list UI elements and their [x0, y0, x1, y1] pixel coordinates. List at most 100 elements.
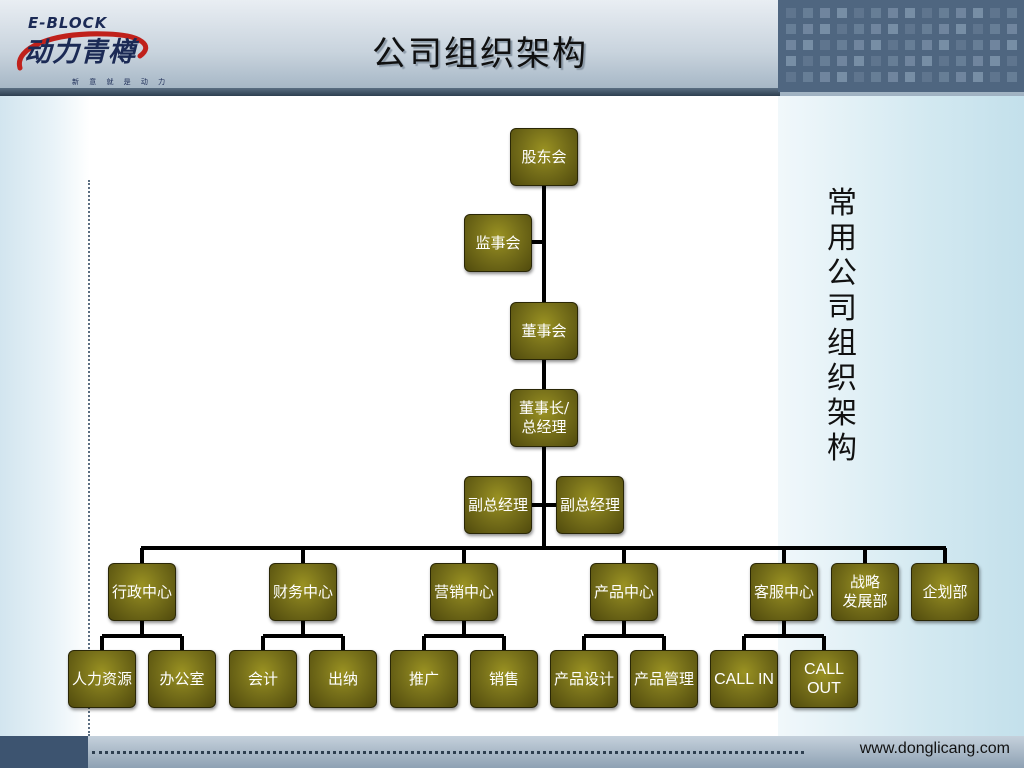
right-gradient-band: [778, 96, 1024, 736]
left-gradient-band: [0, 96, 90, 736]
grid-square: [956, 40, 966, 50]
header-shadow: [0, 88, 780, 96]
grid-square: [820, 24, 830, 34]
grid-square: [922, 56, 932, 66]
grid-square: [786, 40, 796, 50]
side-title-char: 架: [827, 396, 857, 431]
node-chairman[interactable]: 董事长/ 总经理: [510, 389, 578, 447]
grid-square: [973, 8, 983, 18]
node-sub-unit[interactable]: 产品设计: [550, 650, 618, 708]
grid-square: [922, 24, 932, 34]
grid-square: [939, 24, 949, 34]
grid-square: [973, 24, 983, 34]
grid-square: [803, 40, 813, 50]
footer-url[interactable]: www.donglicang.com: [859, 740, 1010, 757]
node-sub-unit[interactable]: CALL IN: [710, 650, 778, 708]
node-deputy-left[interactable]: 副总经理: [464, 476, 532, 534]
grid-square: [871, 8, 881, 18]
node-department[interactable]: 行政中心: [108, 563, 176, 621]
side-title-char: 织: [827, 361, 857, 396]
grid-square: [820, 56, 830, 66]
grid-square: [888, 40, 898, 50]
grid-square: [922, 72, 932, 82]
grid-square: [803, 24, 813, 34]
grid-square: [786, 72, 796, 82]
grid-square: [854, 40, 864, 50]
node-sub-unit[interactable]: 会计: [229, 650, 297, 708]
grid-square: [973, 40, 983, 50]
grid-square: [837, 56, 847, 66]
grid-square: [973, 72, 983, 82]
node-sub-unit[interactable]: 人力资源: [68, 650, 136, 708]
node-sub-unit[interactable]: 销售: [470, 650, 538, 708]
grid-square: [854, 8, 864, 18]
side-title-char: 公: [827, 256, 857, 291]
grid-square: [854, 24, 864, 34]
node-sub-unit[interactable]: CALL OUT: [790, 650, 858, 708]
grid-square: [888, 72, 898, 82]
grid-square: [803, 56, 813, 66]
grid-square: [956, 24, 966, 34]
grid-square: [990, 40, 1000, 50]
grid-square: [939, 8, 949, 18]
node-supervisors[interactable]: 监事会: [464, 214, 532, 272]
side-title-char: 构: [827, 431, 857, 466]
grid-square: [956, 56, 966, 66]
grid-square: [922, 8, 932, 18]
logo-tagline: 新 意 就 是 动 力: [72, 78, 170, 86]
grid-square: [905, 56, 915, 66]
node-department[interactable]: 产品中心: [590, 563, 658, 621]
grid-square: [1007, 72, 1017, 82]
grid-square: [854, 56, 864, 66]
grid-square: [854, 72, 864, 82]
grid-square: [939, 56, 949, 66]
logo-main-text: 动力青樽: [24, 37, 136, 68]
grid-square: [837, 72, 847, 82]
grid-square: [786, 8, 796, 18]
node-department[interactable]: 客服中心: [750, 563, 818, 621]
grid-square: [990, 8, 1000, 18]
grid-square: [905, 40, 915, 50]
grid-square: [820, 72, 830, 82]
logo-small-text: E-BLOCK: [28, 14, 108, 32]
grid-square: [803, 72, 813, 82]
grid-square: [837, 8, 847, 18]
node-department[interactable]: 营销中心: [430, 563, 498, 621]
side-title-char: 用: [827, 221, 857, 256]
node-sub-unit[interactable]: 办公室: [148, 650, 216, 708]
grid-square: [888, 24, 898, 34]
node-department[interactable]: 战略 发展部: [831, 563, 899, 621]
grid-square: [820, 8, 830, 18]
grid-square: [990, 72, 1000, 82]
node-department[interactable]: 财务中心: [269, 563, 337, 621]
grid-square: [871, 24, 881, 34]
grid-square: [922, 40, 932, 50]
logo-swoosh-icon: [16, 31, 149, 71]
grid-square: [803, 8, 813, 18]
side-title-char: 司: [827, 291, 857, 326]
grid-square: [973, 56, 983, 66]
grid-square: [1007, 56, 1017, 66]
grid-square: [956, 8, 966, 18]
node-sub-unit[interactable]: 推广: [390, 650, 458, 708]
node-shareholders[interactable]: 股东会: [510, 128, 578, 186]
decorative-grid-panel: [778, 0, 1024, 92]
node-sub-unit[interactable]: 产品管理: [630, 650, 698, 708]
grid-square: [820, 40, 830, 50]
side-title: 常用公司组织架构: [822, 186, 862, 466]
page-title: 公司组织架构: [372, 34, 588, 74]
grid-square: [905, 24, 915, 34]
grid-square: [905, 8, 915, 18]
grid-square: [888, 8, 898, 18]
grid-square: [888, 56, 898, 66]
node-sub-unit[interactable]: 出纳: [309, 650, 377, 708]
grid-square: [1007, 24, 1017, 34]
footer-dark-block: [0, 736, 88, 768]
node-deputy-right[interactable]: 副总经理: [556, 476, 624, 534]
brand-logo: [12, 14, 162, 88]
node-board[interactable]: 董事会: [510, 302, 578, 360]
grid-square: [871, 56, 881, 66]
node-department[interactable]: 企划部: [911, 563, 979, 621]
grid-square: [786, 56, 796, 66]
